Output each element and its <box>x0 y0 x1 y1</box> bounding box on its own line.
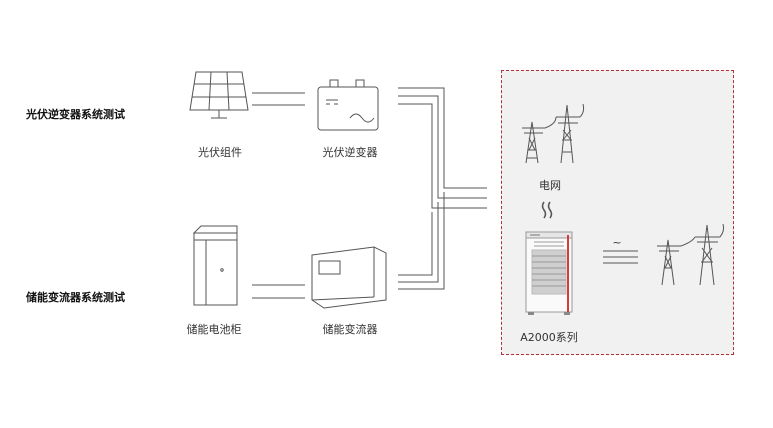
pv-inverter-icon <box>317 79 379 131</box>
solar-panel-icon <box>189 71 249 119</box>
row-title-pv-test: 光伏逆变器系统测试 <box>26 108 125 121</box>
product-label: A2000系列 <box>520 331 578 344</box>
battery-cabinet-connection <box>252 284 305 299</box>
battery-cabinet-icon <box>192 225 238 306</box>
pv-inverter-label: 光伏逆变器 <box>322 146 378 159</box>
ac-connection <box>603 250 638 264</box>
grid-tower-right-icon <box>657 223 725 286</box>
grid-label: 电网 <box>539 179 561 192</box>
row-title-storage-test: 储能变流器系统测试 <box>26 291 125 304</box>
pv-module-label: 光伏组件 <box>198 146 242 159</box>
pv-inverter-connection <box>398 87 487 209</box>
ac-symbol: ~ <box>612 236 621 249</box>
heat-wave-icon <box>541 201 553 219</box>
battery-cabinet-label: 储能电池柜 <box>186 323 242 336</box>
pcs-icon <box>311 246 387 309</box>
pv-module-connection <box>252 92 305 106</box>
grid-tower-icon <box>522 103 585 164</box>
pcs-connection <box>398 192 445 290</box>
pcs-label: 储能变流器 <box>322 323 378 336</box>
a2000-product-icon <box>525 231 573 315</box>
